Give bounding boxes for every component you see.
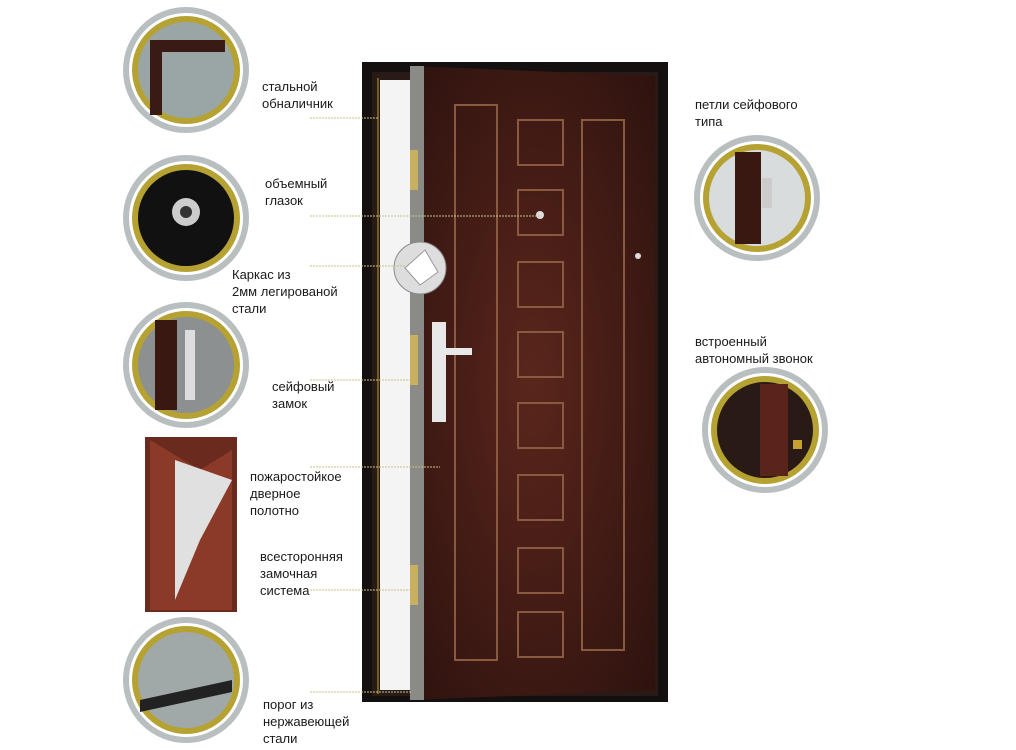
- bolts-icon: [410, 150, 418, 605]
- detail-lock: [123, 302, 249, 428]
- door-leaf: [393, 66, 655, 700]
- detail-peephole: [123, 155, 249, 281]
- detail-leaf-section: [145, 437, 237, 612]
- peephole-icon: [536, 211, 544, 219]
- leader-lines: [310, 117, 540, 693]
- handle-icon: [432, 322, 472, 422]
- detail-casing: [123, 7, 249, 133]
- detail-hinges: [694, 135, 820, 261]
- detail-bell: [702, 367, 828, 493]
- bell-button-icon: [635, 253, 641, 259]
- detail-threshold: [123, 617, 249, 743]
